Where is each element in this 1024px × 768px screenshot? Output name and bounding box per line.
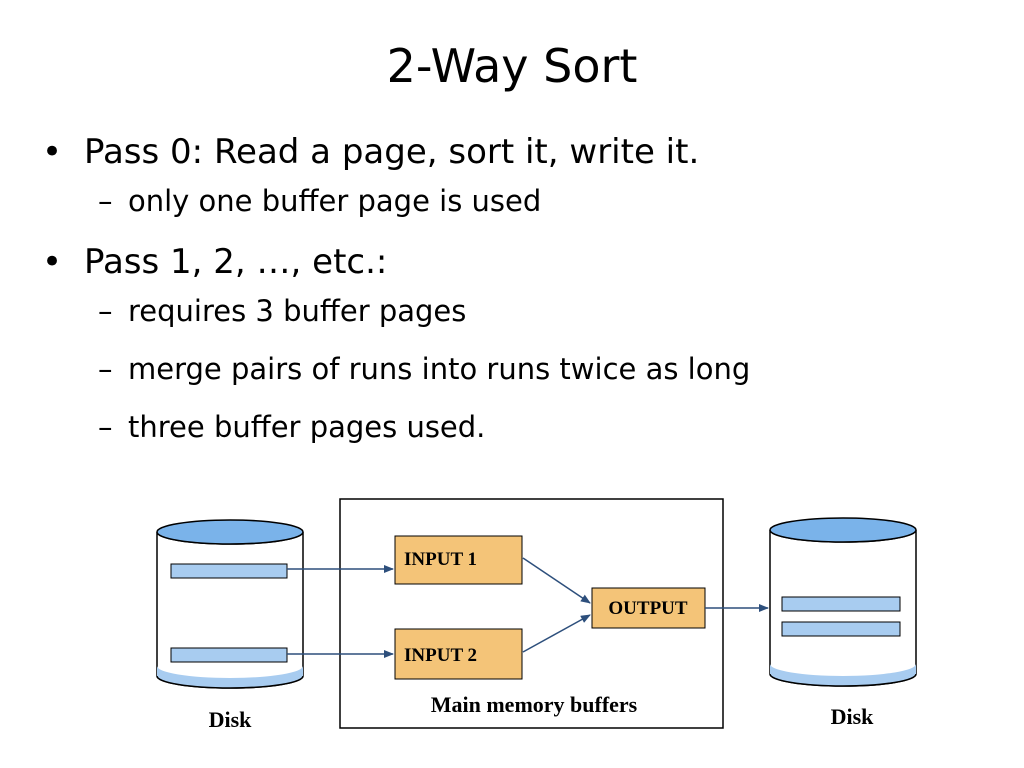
left-disk-icon: [156, 519, 304, 689]
sub-bullet-marker: –: [98, 294, 113, 328]
bullet-item: • Pass 0: Read a page, sort it, write it…: [42, 130, 982, 174]
bullet-marker: •: [42, 242, 63, 282]
disk-page: [170, 563, 288, 579]
right-disk-label: Disk: [831, 704, 875, 729]
disk-page: [781, 621, 901, 637]
sub-bullet-marker: –: [98, 410, 113, 444]
bullet-marker: •: [42, 132, 63, 172]
bullet-list: • Pass 0: Read a page, sort it, write it…: [42, 130, 982, 466]
input1-buffer: [394, 535, 523, 585]
output-label: OUTPUT: [608, 598, 688, 619]
arrow-input1-to-output: [522, 557, 591, 604]
disk-page: [170, 647, 288, 663]
slide-title: 2-Way Sort: [386, 39, 638, 93]
sub-bullet-item: – requires 3 buffer pages: [42, 292, 982, 330]
bullet-item: • Pass 1, 2, …, etc.:: [42, 240, 982, 284]
sub-bullet-marker: –: [98, 184, 113, 218]
input2-buffer: [394, 628, 523, 680]
sub-bullet-item: – only one buffer page is used: [42, 182, 982, 220]
input2-label: INPUT 2: [404, 645, 477, 666]
sub-bullet-text: only one buffer page is used: [128, 184, 542, 218]
sub-bullet-text: merge pairs of runs into runs twice as l…: [128, 352, 751, 386]
arrow-input2-to-output: [522, 614, 591, 653]
bullet-text: Pass 1, 2, …, etc.:: [84, 242, 388, 282]
sub-bullet-item: – three buffer pages used.: [42, 408, 982, 446]
sub-bullet-text: requires 3 buffer pages: [128, 294, 467, 328]
main-memory-label: Main memory buffers: [431, 692, 638, 717]
disk-page: [781, 596, 901, 612]
sub-bullet-item: – merge pairs of runs into runs twice as…: [42, 350, 982, 388]
sub-bullet-marker: –: [98, 352, 113, 386]
left-disk-label: Disk: [209, 707, 253, 732]
bullet-text: Pass 0: Read a page, sort it, write it.: [84, 132, 700, 172]
input1-label: INPUT 1: [404, 549, 477, 570]
sub-bullet-text: three buffer pages used.: [128, 410, 486, 444]
